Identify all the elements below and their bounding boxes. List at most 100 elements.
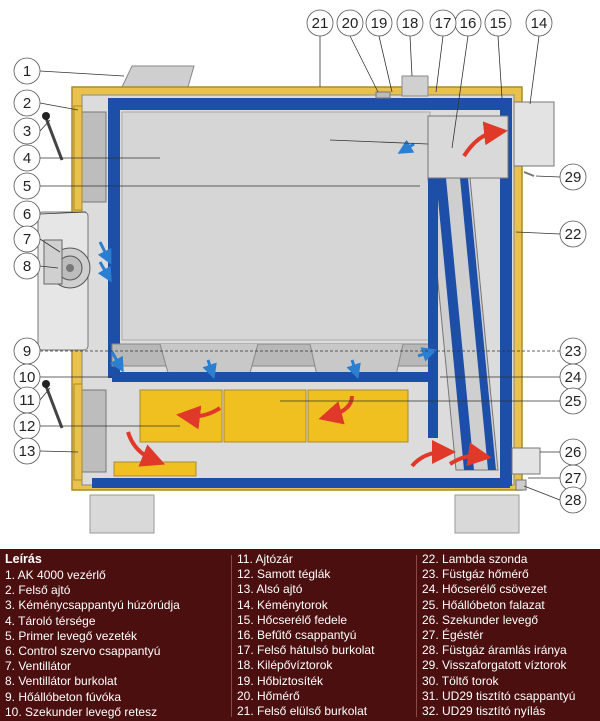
legend-item: 32. UD29 tisztító nyílás xyxy=(422,703,546,718)
air-arrow xyxy=(97,241,112,265)
legend-item: 1. AK 4000 vezérlő xyxy=(5,568,106,582)
callout-29: 29 xyxy=(565,169,582,186)
legend-item: 11. Ajtózár xyxy=(237,552,293,566)
callout-16: 16 xyxy=(460,15,477,32)
callout-6: 6 xyxy=(23,206,31,223)
callout-5: 5 xyxy=(23,178,31,195)
legend-item: 22. Lambda szonda xyxy=(422,552,528,566)
legend-separator xyxy=(416,555,417,717)
callout-24: 24 xyxy=(565,369,582,386)
boiler-foot-left xyxy=(89,494,155,534)
exchanger-left-wall xyxy=(428,178,438,438)
callout-15: 15 xyxy=(490,15,507,32)
callout-11: 11 xyxy=(19,392,35,409)
boiler-cross-section-diagram: 1 2 3 4 5 6 7 8 9 10 11 12 13 14 15 16 1… xyxy=(13,9,587,534)
storage-chamber xyxy=(121,111,431,341)
legend-item: 12. Samott téglák xyxy=(237,567,331,582)
callout-23: 23 xyxy=(565,343,582,360)
callout-25: 25 xyxy=(565,393,582,410)
legend-item: 23. Füstgáz hőmérő xyxy=(422,567,529,582)
flame-arrow xyxy=(318,395,354,425)
air-arrow xyxy=(109,351,124,373)
legend-item: 14. Kéménytorok xyxy=(237,597,328,612)
legend-item: 8. Ventillátor burkolat xyxy=(5,674,118,689)
legend-item: 10. Szekunder levegő retesz xyxy=(5,704,158,719)
legend-item: 31. UD29 tisztító csappantyú xyxy=(422,688,576,703)
chimney-outlet xyxy=(513,101,555,167)
top-water-jacket xyxy=(108,98,510,110)
lower-handle xyxy=(44,385,64,429)
legend-item: 30. Töltő torok xyxy=(422,673,499,688)
bottom-water-jacket xyxy=(92,478,510,488)
legend-item: 20. Hőmérő xyxy=(237,688,300,703)
firebrick-3 xyxy=(307,389,409,443)
callout-12: 12 xyxy=(19,418,36,435)
top-outlet xyxy=(121,65,195,88)
callout-14: 14 xyxy=(531,15,548,32)
legend-column-2: 11. Ajtózár 12. Samott téglák 13. Alsó a… xyxy=(237,552,374,719)
firebrick-2 xyxy=(223,389,307,443)
firebrick-bottom xyxy=(113,461,197,477)
legend-item: 19. Hőbiztosíték xyxy=(237,673,324,688)
legend-item: 27. Égéstér xyxy=(422,627,484,642)
legend-item: 28. Füstgáz áramlás iránya xyxy=(422,643,567,658)
callout-4: 4 xyxy=(23,150,31,167)
callout-9: 9 xyxy=(23,343,31,360)
water-outlet xyxy=(401,75,429,97)
upper-handle xyxy=(44,117,64,161)
legend-item: 9. Hőállóbeton fúvóka xyxy=(5,689,122,704)
flame-arrow xyxy=(462,121,508,158)
right-water-jacket xyxy=(500,98,512,486)
callout-2: 2 xyxy=(23,95,31,112)
air-arrow xyxy=(346,359,361,380)
legend-item: 6. Control szervo csappantyú xyxy=(5,643,161,658)
callout-8: 8 xyxy=(23,258,31,275)
legend-item: 29. Visszaforgatott víztorok xyxy=(422,658,567,673)
flame-arrow xyxy=(410,440,456,468)
callout-28: 28 xyxy=(565,492,582,509)
legend-item: 15. Hőcserélő fedele xyxy=(237,612,348,627)
legend-item: 13. Alsó ajtó xyxy=(237,582,303,597)
callout-27: 27 xyxy=(565,470,582,487)
firebrick-1 xyxy=(139,389,223,443)
callout-7: 7 xyxy=(23,231,31,248)
lower-door xyxy=(79,389,107,473)
callout-19: 19 xyxy=(371,15,388,32)
left-water-jacket-upper xyxy=(108,98,120,378)
secondary-air-box xyxy=(511,447,541,475)
legend-item: 2. Felső ajtó xyxy=(5,583,71,598)
callout-3: 3 xyxy=(23,123,31,140)
callout-18: 18 xyxy=(402,15,419,32)
secondary-air-duct xyxy=(112,372,438,382)
legend-column-1: 1. AK 4000 vezérlő 2. Felső ajtó 3. Kémé… xyxy=(5,568,180,720)
callout-26: 26 xyxy=(565,444,582,461)
legend-item: 26. Szekunder levegő xyxy=(422,612,539,627)
callout-10: 10 xyxy=(19,369,36,386)
flame-arrow xyxy=(126,431,166,467)
callout-17: 17 xyxy=(435,15,452,32)
flame-arrow xyxy=(448,442,492,467)
upper-door xyxy=(79,111,107,203)
legend-item: 17. Felső hátulsó burkolat xyxy=(237,643,375,658)
callout-20: 20 xyxy=(342,15,359,32)
air-arrow xyxy=(397,139,415,154)
air-arrow xyxy=(417,347,438,362)
legend-item: 16. Befűtő csappantyú xyxy=(237,627,357,642)
legend-item: 24. Hőcserélő csövezet xyxy=(422,582,547,597)
boiler-foot-right xyxy=(454,494,520,534)
flame-arrow xyxy=(176,405,222,430)
callout-13: 13 xyxy=(19,443,36,460)
callout-1: 1 xyxy=(23,63,31,80)
legend-column-3: 22. Lambda szonda 23. Füstgáz hőmérő 24.… xyxy=(422,552,575,719)
callout xyxy=(13,9,587,514)
legend-item: 25. Hőállóbeton falazat xyxy=(422,597,545,612)
legend-item: 7. Ventillátor xyxy=(5,659,72,674)
legend-item: 3. Kéménycsappantyú húzórúdja xyxy=(5,598,180,613)
legend-item: 5. Primer levegő vezeték xyxy=(5,628,138,643)
legend-item: 4. Tároló térsége xyxy=(5,613,96,628)
callout-21: 21 xyxy=(312,15,329,32)
legend-item: 18. Kilépővíztorok xyxy=(237,658,333,673)
legend-separator xyxy=(231,555,232,717)
air-arrow xyxy=(97,261,112,283)
legend-item: 21. Felső elülső burkolat xyxy=(237,703,368,718)
